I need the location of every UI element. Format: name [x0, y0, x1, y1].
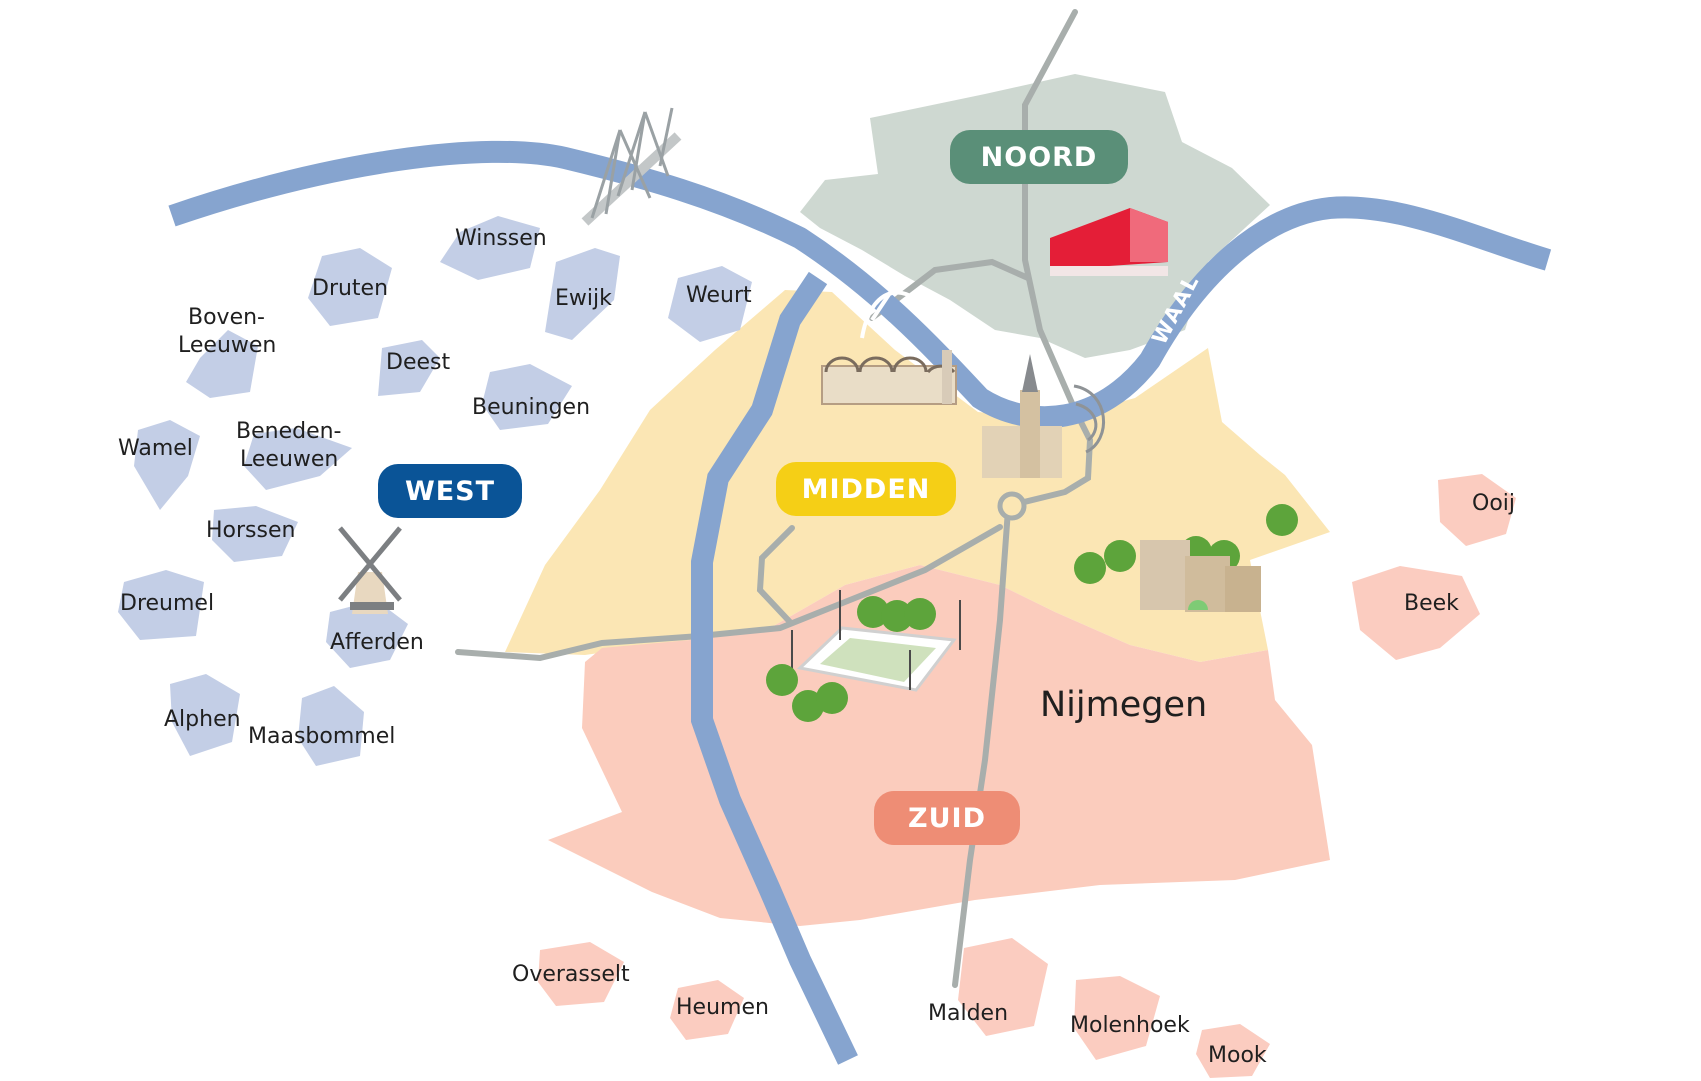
rivers	[168, 140, 1552, 1065]
place-alphen: Alphen	[164, 707, 241, 732]
place-boven-leeuwen-1: Boven-	[188, 305, 265, 330]
place-beneden-leeuwen-2: Leeuwen	[240, 447, 338, 472]
place-beuningen: Beuningen	[472, 395, 590, 420]
place-overasselt: Overasselt	[512, 962, 630, 987]
stadium-icon	[791, 590, 961, 692]
place-ewijk: Ewijk	[555, 286, 612, 311]
bridge-arcs-icon	[1073, 384, 1106, 454]
place-dreumel: Dreumel	[120, 591, 214, 616]
place-beneden-leeuwen-1: Beneden-	[236, 419, 342, 444]
city-label-nijmegen: Nijmegen	[1040, 685, 1207, 725]
place-heumen: Heumen	[676, 995, 769, 1020]
station-icon	[821, 350, 957, 405]
bridge-icon	[581, 107, 682, 226]
windmill-icon	[338, 526, 402, 614]
place-ooij: Ooij	[1472, 491, 1515, 516]
district-pill-zuid[interactable]: ZUID	[874, 791, 1020, 845]
place-maasbommel: Maasbommel	[248, 724, 395, 749]
place-horssen: Horssen	[206, 518, 295, 543]
arch-bridge-icon	[860, 288, 928, 339]
church-icon	[982, 354, 1062, 478]
arena-icon	[1050, 208, 1168, 276]
place-wamel: Wamel	[118, 436, 193, 461]
place-weurt: Weurt	[686, 283, 752, 308]
place-druten: Druten	[312, 276, 388, 301]
place-labels: Winssen Druten Ewijk Weurt Boven- Leeuwe…	[118, 226, 1515, 1068]
district-pill-midden[interactable]: MIDDEN	[776, 462, 956, 516]
noord-area[interactable]	[800, 74, 1270, 358]
place-beek: Beek	[1404, 591, 1459, 616]
place-winssen: Winssen	[455, 226, 547, 251]
district-pill-west[interactable]: WEST	[378, 464, 522, 518]
place-malden: Malden	[928, 1001, 1008, 1026]
district-pill-noord[interactable]: NOORD	[950, 130, 1128, 184]
castle-icon	[1140, 540, 1261, 612]
village-shapes-west	[118, 216, 752, 766]
place-mook: Mook	[1208, 1043, 1267, 1068]
place-molenhoek: Molenhoek	[1070, 1013, 1190, 1038]
place-deest: Deest	[386, 350, 450, 375]
village-shapes-south	[538, 474, 1516, 1078]
place-afferden: Afferden	[330, 630, 424, 655]
place-boven-leeuwen-2: Leeuwen	[178, 333, 276, 358]
road-roundabout	[997, 491, 1027, 521]
